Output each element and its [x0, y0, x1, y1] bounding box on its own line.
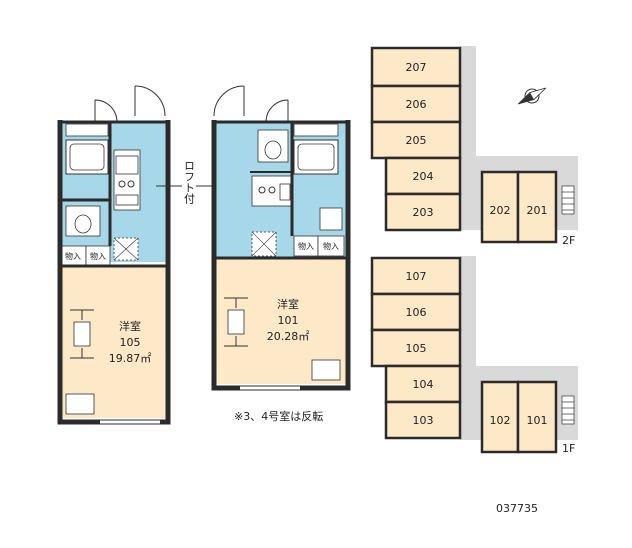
unit-label: 105 [406, 342, 427, 355]
table-left [73, 321, 91, 347]
vanity-left [65, 123, 109, 137]
unit-202 [480, 170, 520, 244]
unit-204 [384, 156, 462, 196]
unit-label: 205 [406, 134, 427, 147]
storage-label: 物入 [90, 251, 106, 261]
unit-label: 207 [406, 61, 427, 74]
storage-label: 物入 [65, 251, 81, 261]
unit-207 [370, 46, 462, 88]
property-code: 037735 [496, 502, 538, 515]
area-label: 19.87㎡ [109, 352, 152, 365]
unit-label: 202 [490, 204, 511, 217]
unit-label: 206 [406, 98, 427, 111]
unit-205 [370, 120, 462, 160]
floor-label: 2F [562, 234, 575, 247]
room-type-label: 洋室 [119, 319, 141, 333]
vanity-right [293, 123, 339, 137]
unit-number-label: 105 [120, 336, 141, 349]
storage-right-b [317, 235, 345, 257]
unit-label: 102 [490, 414, 511, 427]
unit-105 [370, 328, 462, 368]
unit-102 [480, 380, 520, 454]
unit-label: 204 [413, 170, 434, 183]
unit-label: 107 [406, 270, 427, 283]
stairs-2f [561, 185, 575, 215]
unit-label: 101 [527, 414, 548, 427]
unit-label: 106 [406, 306, 427, 319]
corridor-2f-vertical [460, 46, 476, 230]
unit-label: 203 [413, 206, 434, 219]
unit-label: 201 [527, 204, 548, 217]
unit-203 [384, 192, 462, 232]
unit-201 [516, 170, 558, 244]
unit-label: 103 [413, 414, 434, 427]
unit-number-label: 101 [278, 314, 299, 327]
fridge-space-right [319, 207, 343, 231]
unit-107 [370, 256, 462, 296]
storage-label: 物入 [323, 241, 339, 251]
bathtub-right [293, 139, 339, 175]
floor-label: 1F [562, 442, 575, 455]
compass-icon [517, 87, 547, 105]
room-type-label: 洋室 [277, 297, 299, 311]
loft-label: ロフト付 [183, 160, 196, 205]
unit-label: 104 [413, 378, 434, 391]
stairs-1f [561, 395, 575, 425]
kitchen-counter-left [113, 149, 141, 211]
entrance-door-left [94, 85, 166, 123]
bathtub-left [65, 139, 109, 175]
kitchen-counter-right [251, 175, 293, 207]
plan-left: 物入 物入 洋室 105 19.87㎡ [57, 85, 171, 425]
tv-stand-left [65, 393, 95, 415]
entrance-door-right [213, 85, 289, 123]
unit-103 [384, 400, 462, 440]
reversal-note: ※3、4号室は反転 [234, 409, 323, 423]
tv-stand-right [311, 359, 341, 381]
storage-label: 物入 [298, 241, 314, 251]
area-label: 20.28㎡ [267, 330, 310, 343]
unit-101 [516, 380, 558, 454]
floor-1f: 107 106 105 104 103 102 101 1F [370, 256, 578, 455]
table-right [227, 309, 245, 335]
corridor-1f-vertical [460, 256, 476, 440]
floor-2f: 207 206 205 204 203 202 201 2F [370, 46, 578, 247]
plan-right: 物入 物入 洋室 101 20.28㎡ [211, 85, 351, 391]
unit-106 [370, 292, 462, 332]
